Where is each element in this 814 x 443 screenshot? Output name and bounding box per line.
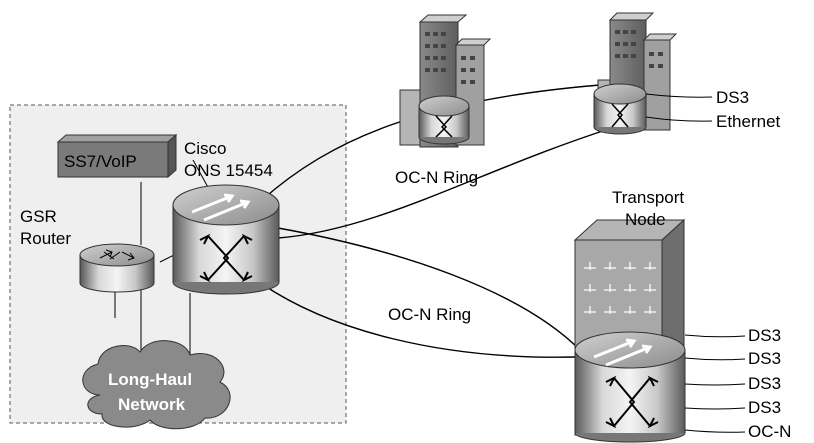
right-port-ethernet: Ethernet <box>716 112 781 131</box>
gsr-label-line2: Router <box>20 229 71 248</box>
transport-port-ocn: OC-N <box>748 422 791 441</box>
gsr-label-line1: GSR <box>20 207 57 226</box>
cisco-label-line2: ONS 15454 <box>184 161 273 180</box>
long-haul-cloud-icon <box>82 340 231 430</box>
cisco-ons-15454-icon <box>172 184 280 295</box>
right-port-ds3: DS3 <box>716 88 749 107</box>
transport-label-line1: Transport <box>612 188 684 207</box>
gsr-router-icon <box>79 243 155 293</box>
ring-links <box>261 84 613 358</box>
transport-node-icon <box>573 218 686 443</box>
ss7-voip-box: SS7/VoIP <box>56 133 178 179</box>
long-haul-label-line1: Long-Haul <box>108 370 192 389</box>
transport-port-lines <box>684 334 746 433</box>
building-top-middle-icon <box>399 14 492 148</box>
transport-label-line2: Node <box>625 210 666 229</box>
cisco-label-line1: Cisco <box>184 139 227 158</box>
transport-port-ds3-1: DS3 <box>748 326 781 345</box>
transport-port-ds3-3: DS3 <box>748 374 781 393</box>
right-building-port-lines <box>645 93 713 122</box>
transport-port-ds3-2: DS3 <box>748 349 781 368</box>
building-top-right-icon <box>593 12 678 135</box>
ss7-voip-label: SS7/VoIP <box>64 152 137 171</box>
long-haul-label-line2: Network <box>118 395 186 414</box>
ring-bottom-label: OC-N Ring <box>388 305 471 324</box>
ring-top-label: OC-N Ring <box>395 168 478 187</box>
transport-port-ds3-4: DS3 <box>748 398 781 417</box>
